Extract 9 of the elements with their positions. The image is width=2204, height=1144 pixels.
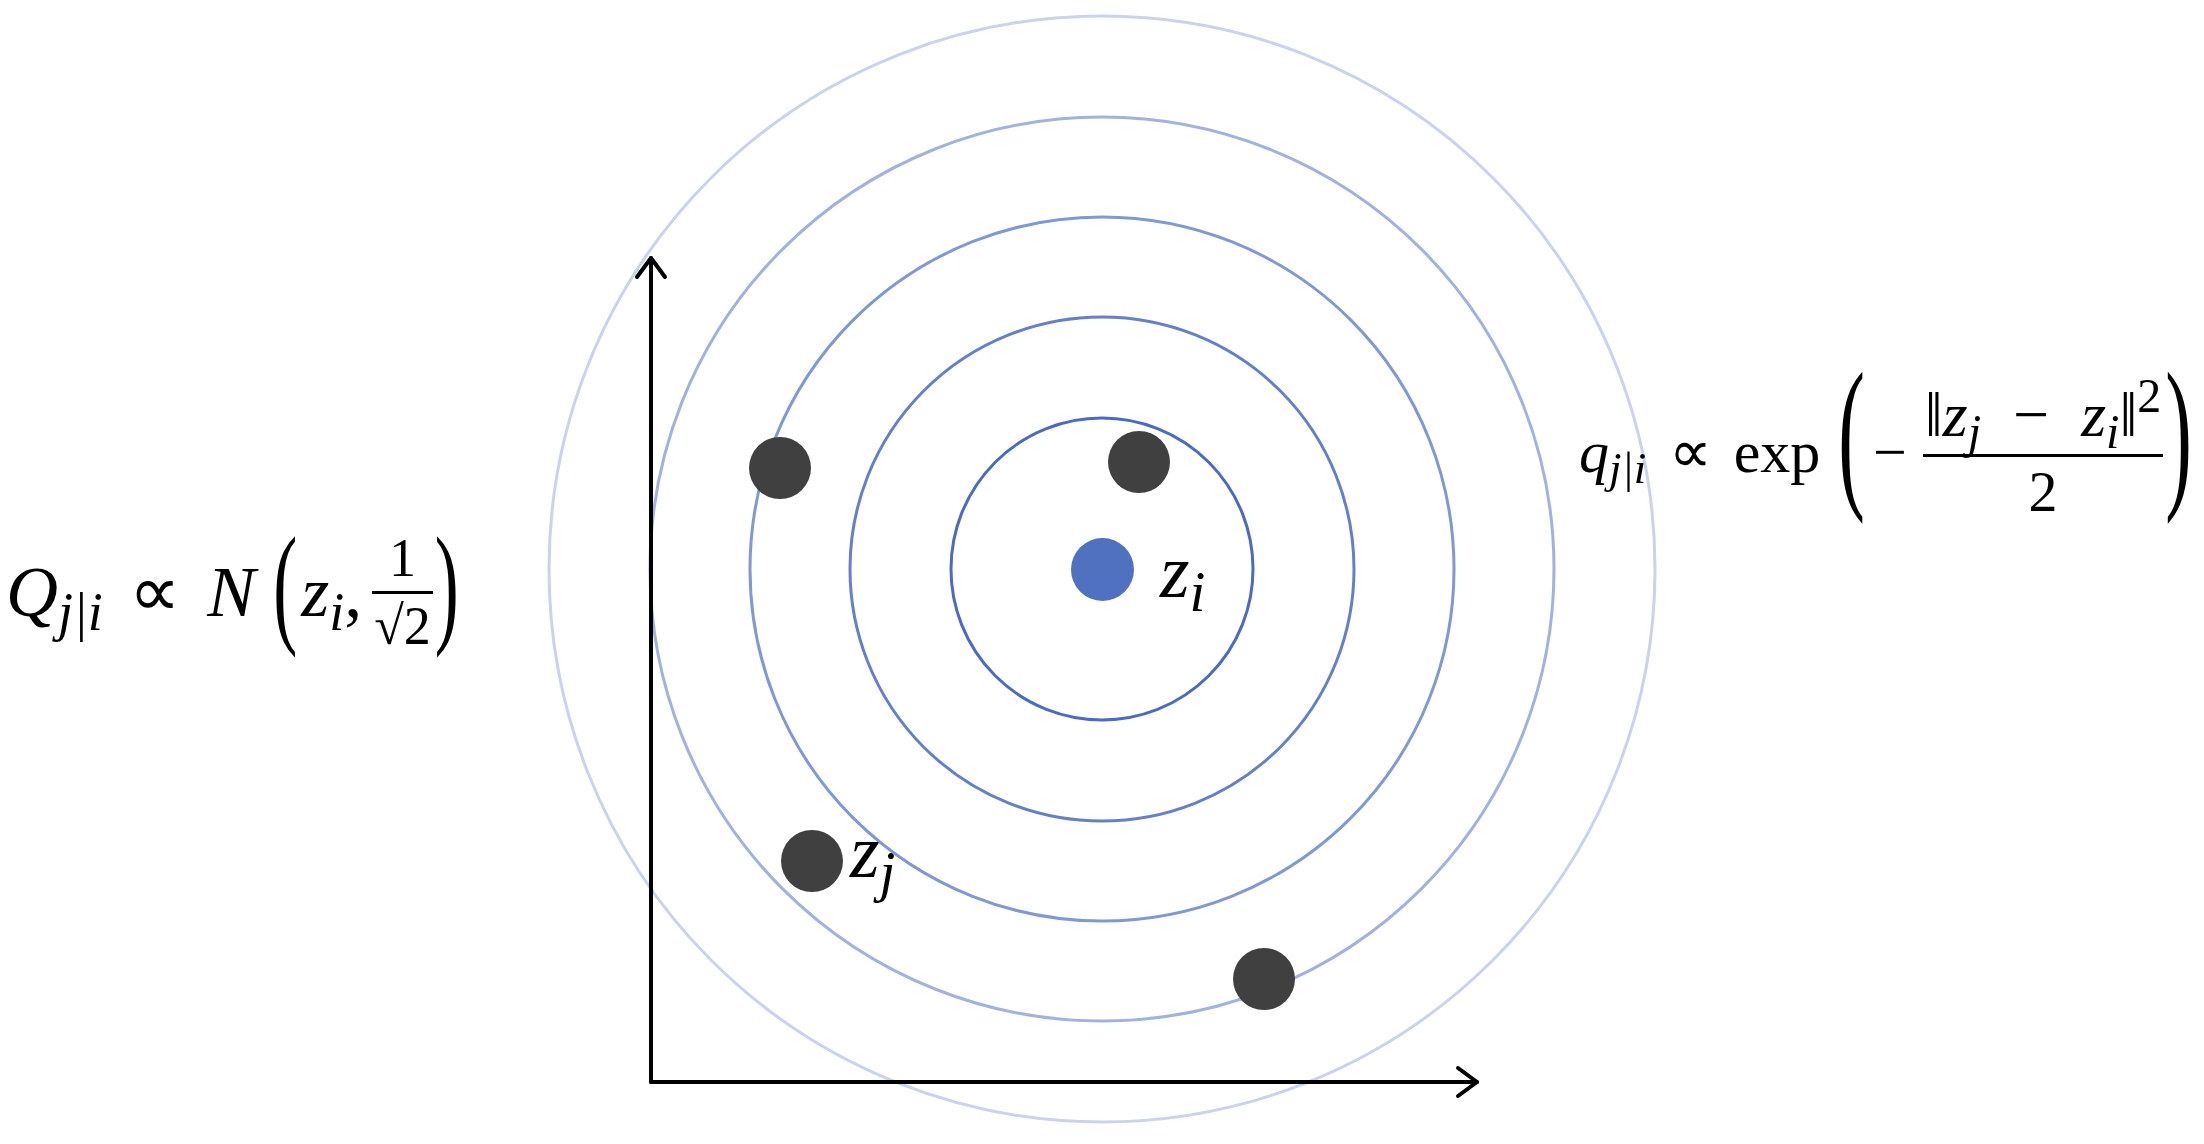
fraction-numerator: 1 [388, 526, 417, 590]
parenthesis: ) [434, 509, 459, 661]
parenthesis: ) [2165, 337, 2192, 526]
formula-term: z$_{i}$, [301, 551, 363, 644]
fraction-denominator: 2 [2027, 458, 2059, 527]
parenthesis: ( [1838, 337, 1865, 526]
fraction-denominator: √2 [373, 594, 432, 658]
minus-sign: − [1873, 418, 1907, 487]
parenthesis: ( [273, 509, 298, 661]
